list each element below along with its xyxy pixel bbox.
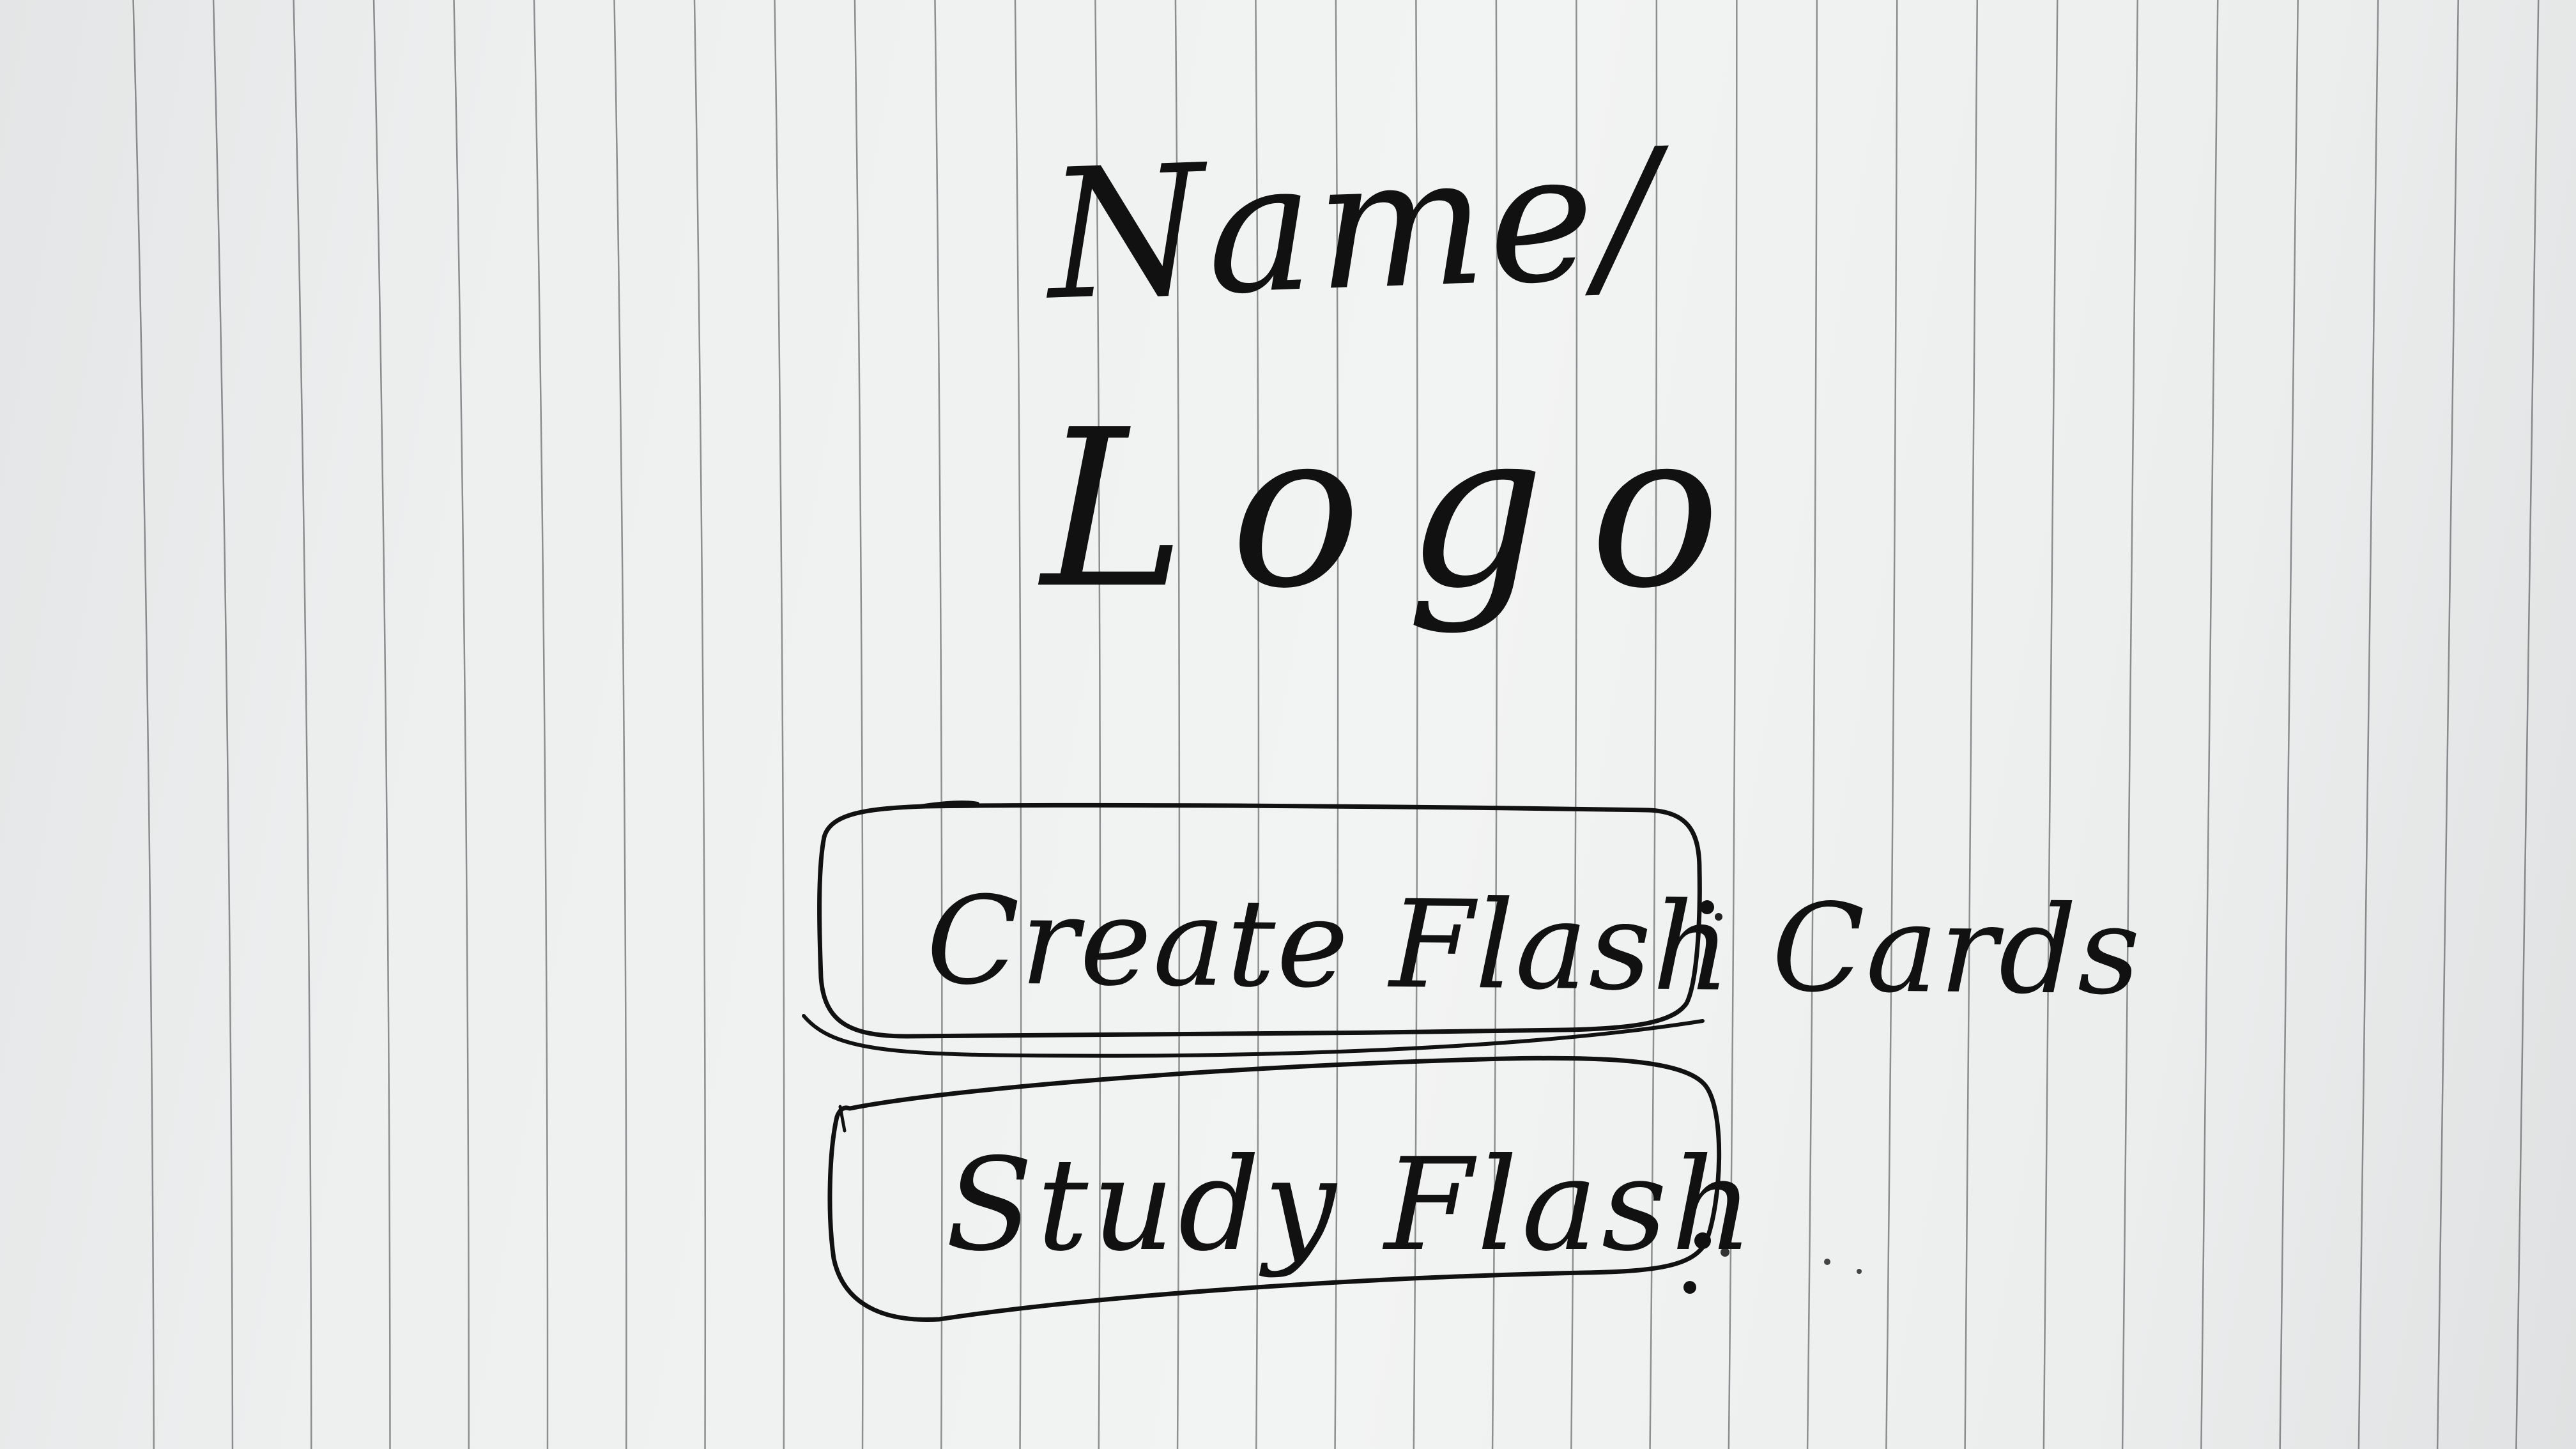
ruled-line (1255, 0, 1260, 1449)
ruled-line (1649, 0, 1658, 1449)
ruled-line (1014, 0, 1022, 1449)
create-button-outline (817, 802, 1702, 1039)
ruled-line (1491, 0, 1498, 1449)
ruled-line (1413, 0, 1418, 1449)
ruled-line (613, 0, 627, 1449)
ink-smudge (1683, 1281, 1696, 1294)
create-button-topmark (918, 800, 979, 808)
ink-smudge (1715, 913, 1722, 921)
ruled-line (453, 0, 470, 1449)
ink-smudge (1694, 1232, 1711, 1249)
ruled-line (1334, 0, 1339, 1449)
ink-smudge (1857, 1269, 1862, 1274)
ruled-line (774, 0, 785, 1449)
ink-smudge (1721, 1248, 1729, 1257)
ruled-line (212, 0, 234, 1449)
ruled-line (293, 0, 312, 1449)
ruled-line (2515, 0, 2540, 1449)
ruled-line (693, 0, 707, 1449)
ruled-line (1570, 0, 1578, 1449)
ruled-line (1885, 0, 1898, 1449)
create-flash-cards-label: Create Flash Cards (926, 870, 2142, 1022)
ruled-line (1728, 0, 1738, 1449)
study-button-outline (827, 1055, 1722, 1322)
ruled-line (1094, 0, 1101, 1449)
ink-smudge (1700, 900, 1714, 914)
app-logo-placeholder: Logo (1041, 383, 1765, 636)
ruled-line (533, 0, 549, 1449)
ruled-line (132, 0, 155, 1449)
study-flash-label: Study Flash (946, 1131, 1758, 1280)
ink-smudge (1824, 1259, 1830, 1265)
study-button-topmark (838, 1105, 847, 1133)
ruled-line (1174, 0, 1181, 1449)
ruled-line (1806, 0, 1818, 1449)
ruled-line (934, 0, 943, 1449)
ruled-line (372, 0, 391, 1449)
create-button-underline (802, 1014, 1705, 1058)
ruled-line (854, 0, 864, 1449)
